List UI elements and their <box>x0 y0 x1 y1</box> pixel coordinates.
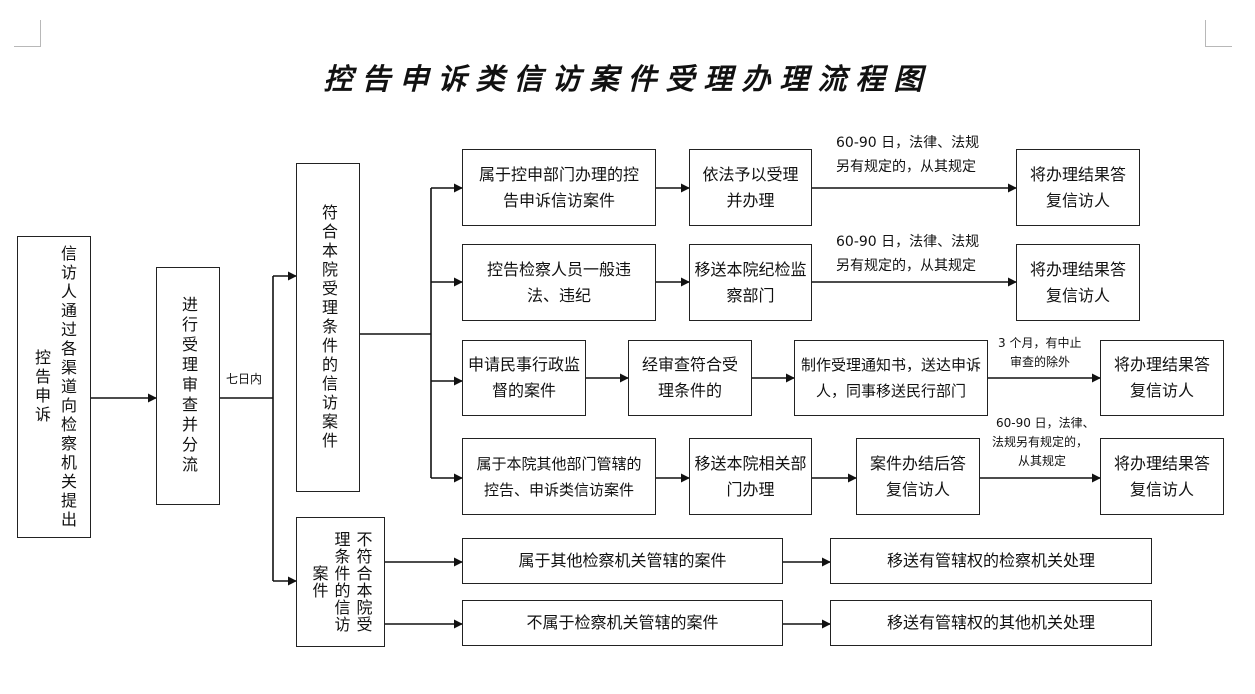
row2-result-label: 将办理结果答复信访人 <box>1030 259 1127 305</box>
row3-case-type-label: 申请民事行政监督的案件 <box>468 355 581 400</box>
row2-action-label: 移送本院纪检监察部门 <box>694 259 807 305</box>
reject-row2-result-label: 移送有管辖权的其他机关处理 <box>886 613 1095 632</box>
row1-deadline-note: 60-90 日，法律、法规 另有规定的，从其规定 <box>836 131 979 179</box>
row3-review: 经审查符合受理条件的 <box>628 340 752 416</box>
row2-deadline-note: 60-90 日，法律、法规 另有规定的，从其规定 <box>836 230 979 278</box>
row3-notice-label: 制作受理通知书，送达申诉人，同事移送民行部门 <box>801 356 982 400</box>
row4-deadline-note-line1: 60-90 日，法律、 <box>996 416 1095 430</box>
reject-row1-case-type-label: 属于其他检察机关管辖的案件 <box>518 551 727 570</box>
row3-review-label: 经审查符合受理条件的 <box>641 355 738 400</box>
row3-deadline-note: 3 个月，有中止 审查的除外 <box>998 334 1081 372</box>
row4-result: 将办理结果答复信访人 <box>1100 438 1224 515</box>
row2-deadline-note-line1: 60-90 日，法律、法规 <box>836 234 980 250</box>
row2-action: 移送本院纪检监察部门 <box>689 244 812 321</box>
row3-deadline-note-line1: 3 个月，有中止 <box>998 336 1082 350</box>
row3-case-type: 申请民事行政监督的案件 <box>462 340 586 416</box>
reject-row2-case-type: 不属于检察机关管辖的案件 <box>462 600 783 646</box>
row1-deadline-note-line2: 另有规定的，从其规定 <box>836 159 976 175</box>
row4-closure: 案件办结后答复信访人 <box>856 438 980 515</box>
reject-node: 不符合本院受理条件的信访案件 <box>296 517 385 647</box>
process-node-label: 进行受理审查并分流 <box>179 296 198 476</box>
row1-action-label: 依法予以受理并办理 <box>702 164 799 210</box>
row4-case-type: 属于本院其他部门管辖的控告、申诉类信访案件 <box>462 438 656 515</box>
row2-result: 将办理结果答复信访人 <box>1016 244 1140 321</box>
reject-node-label: 不符合本院受理条件的信访案件 <box>309 531 373 633</box>
row1-case-type: 属于控申部门办理的控告申诉信访案件 <box>462 149 656 226</box>
row3-notice: 制作受理通知书，送达申诉人，同事移送民行部门 <box>794 340 988 416</box>
row4-result-label: 将办理结果答复信访人 <box>1114 453 1211 499</box>
row3-result: 将办理结果答复信访人 <box>1100 340 1224 416</box>
reject-row2-case-type-label: 不属于检察机关管辖的案件 <box>526 613 719 632</box>
row4-case-type-label: 属于本院其他部门管辖的控告、申诉类信访案件 <box>476 454 642 499</box>
row1-case-type-label: 属于控申部门办理的控告申诉信访案件 <box>479 164 640 210</box>
row3-result-label: 将办理结果答复信访人 <box>1114 355 1211 400</box>
row1-result: 将办理结果答复信访人 <box>1016 149 1140 226</box>
row3-deadline-note-line2: 审查的除外 <box>1010 355 1071 369</box>
row4-deadline-note-line2: 法规另有规定的， <box>992 435 1089 449</box>
row1-action: 依法予以受理并办理 <box>689 149 812 226</box>
row2-case-type-label: 控告检察人员一般违法、违纪 <box>486 259 631 305</box>
corner-mark-top-right <box>1205 20 1232 47</box>
start-node: 信访人通过各渠道向检察机关提出控告申诉 <box>17 236 91 538</box>
reject-row1-case-type: 属于其他检察机关管辖的案件 <box>462 538 783 584</box>
corner-mark-top-left <box>14 20 41 47</box>
process-node: 进行受理审查并分流 <box>156 267 220 505</box>
row4-action: 移送本院相关部门办理 <box>689 438 812 515</box>
accept-node-label: 符合本院受理条件的信访案件 <box>319 204 338 451</box>
row2-case-type: 控告检察人员一般违法、违纪 <box>462 244 656 321</box>
reject-row1-result-label: 移送有管辖权的检察机关处理 <box>886 551 1095 570</box>
row4-action-label: 移送本院相关部门办理 <box>694 453 807 499</box>
row1-result-label: 将办理结果答复信访人 <box>1030 164 1127 210</box>
row4-deadline-note-line3: 从其规定 <box>1018 454 1067 468</box>
reject-row2-result: 移送有管辖权的其他机关处理 <box>830 600 1152 646</box>
reject-row1-result: 移送有管辖权的检察机关处理 <box>830 538 1152 584</box>
row2-deadline-note-line2: 另有规定的，从其规定 <box>836 258 976 274</box>
row4-closure-label: 案件办结后答复信访人 <box>870 453 967 499</box>
start-node-label: 信访人通过各渠道向检察机关提出控告申诉 <box>32 244 77 530</box>
row1-deadline-note-line1: 60-90 日，法律、法规 <box>836 135 980 151</box>
row4-deadline-note: 60-90 日，法律、 法规另有规定的， 从其规定 <box>992 414 1095 471</box>
within-seven-days-label: 七日内 <box>226 372 263 386</box>
accept-node: 符合本院受理条件的信访案件 <box>296 163 360 492</box>
page-title: 控告申诉类信访案件受理办理流程图 <box>323 62 932 96</box>
